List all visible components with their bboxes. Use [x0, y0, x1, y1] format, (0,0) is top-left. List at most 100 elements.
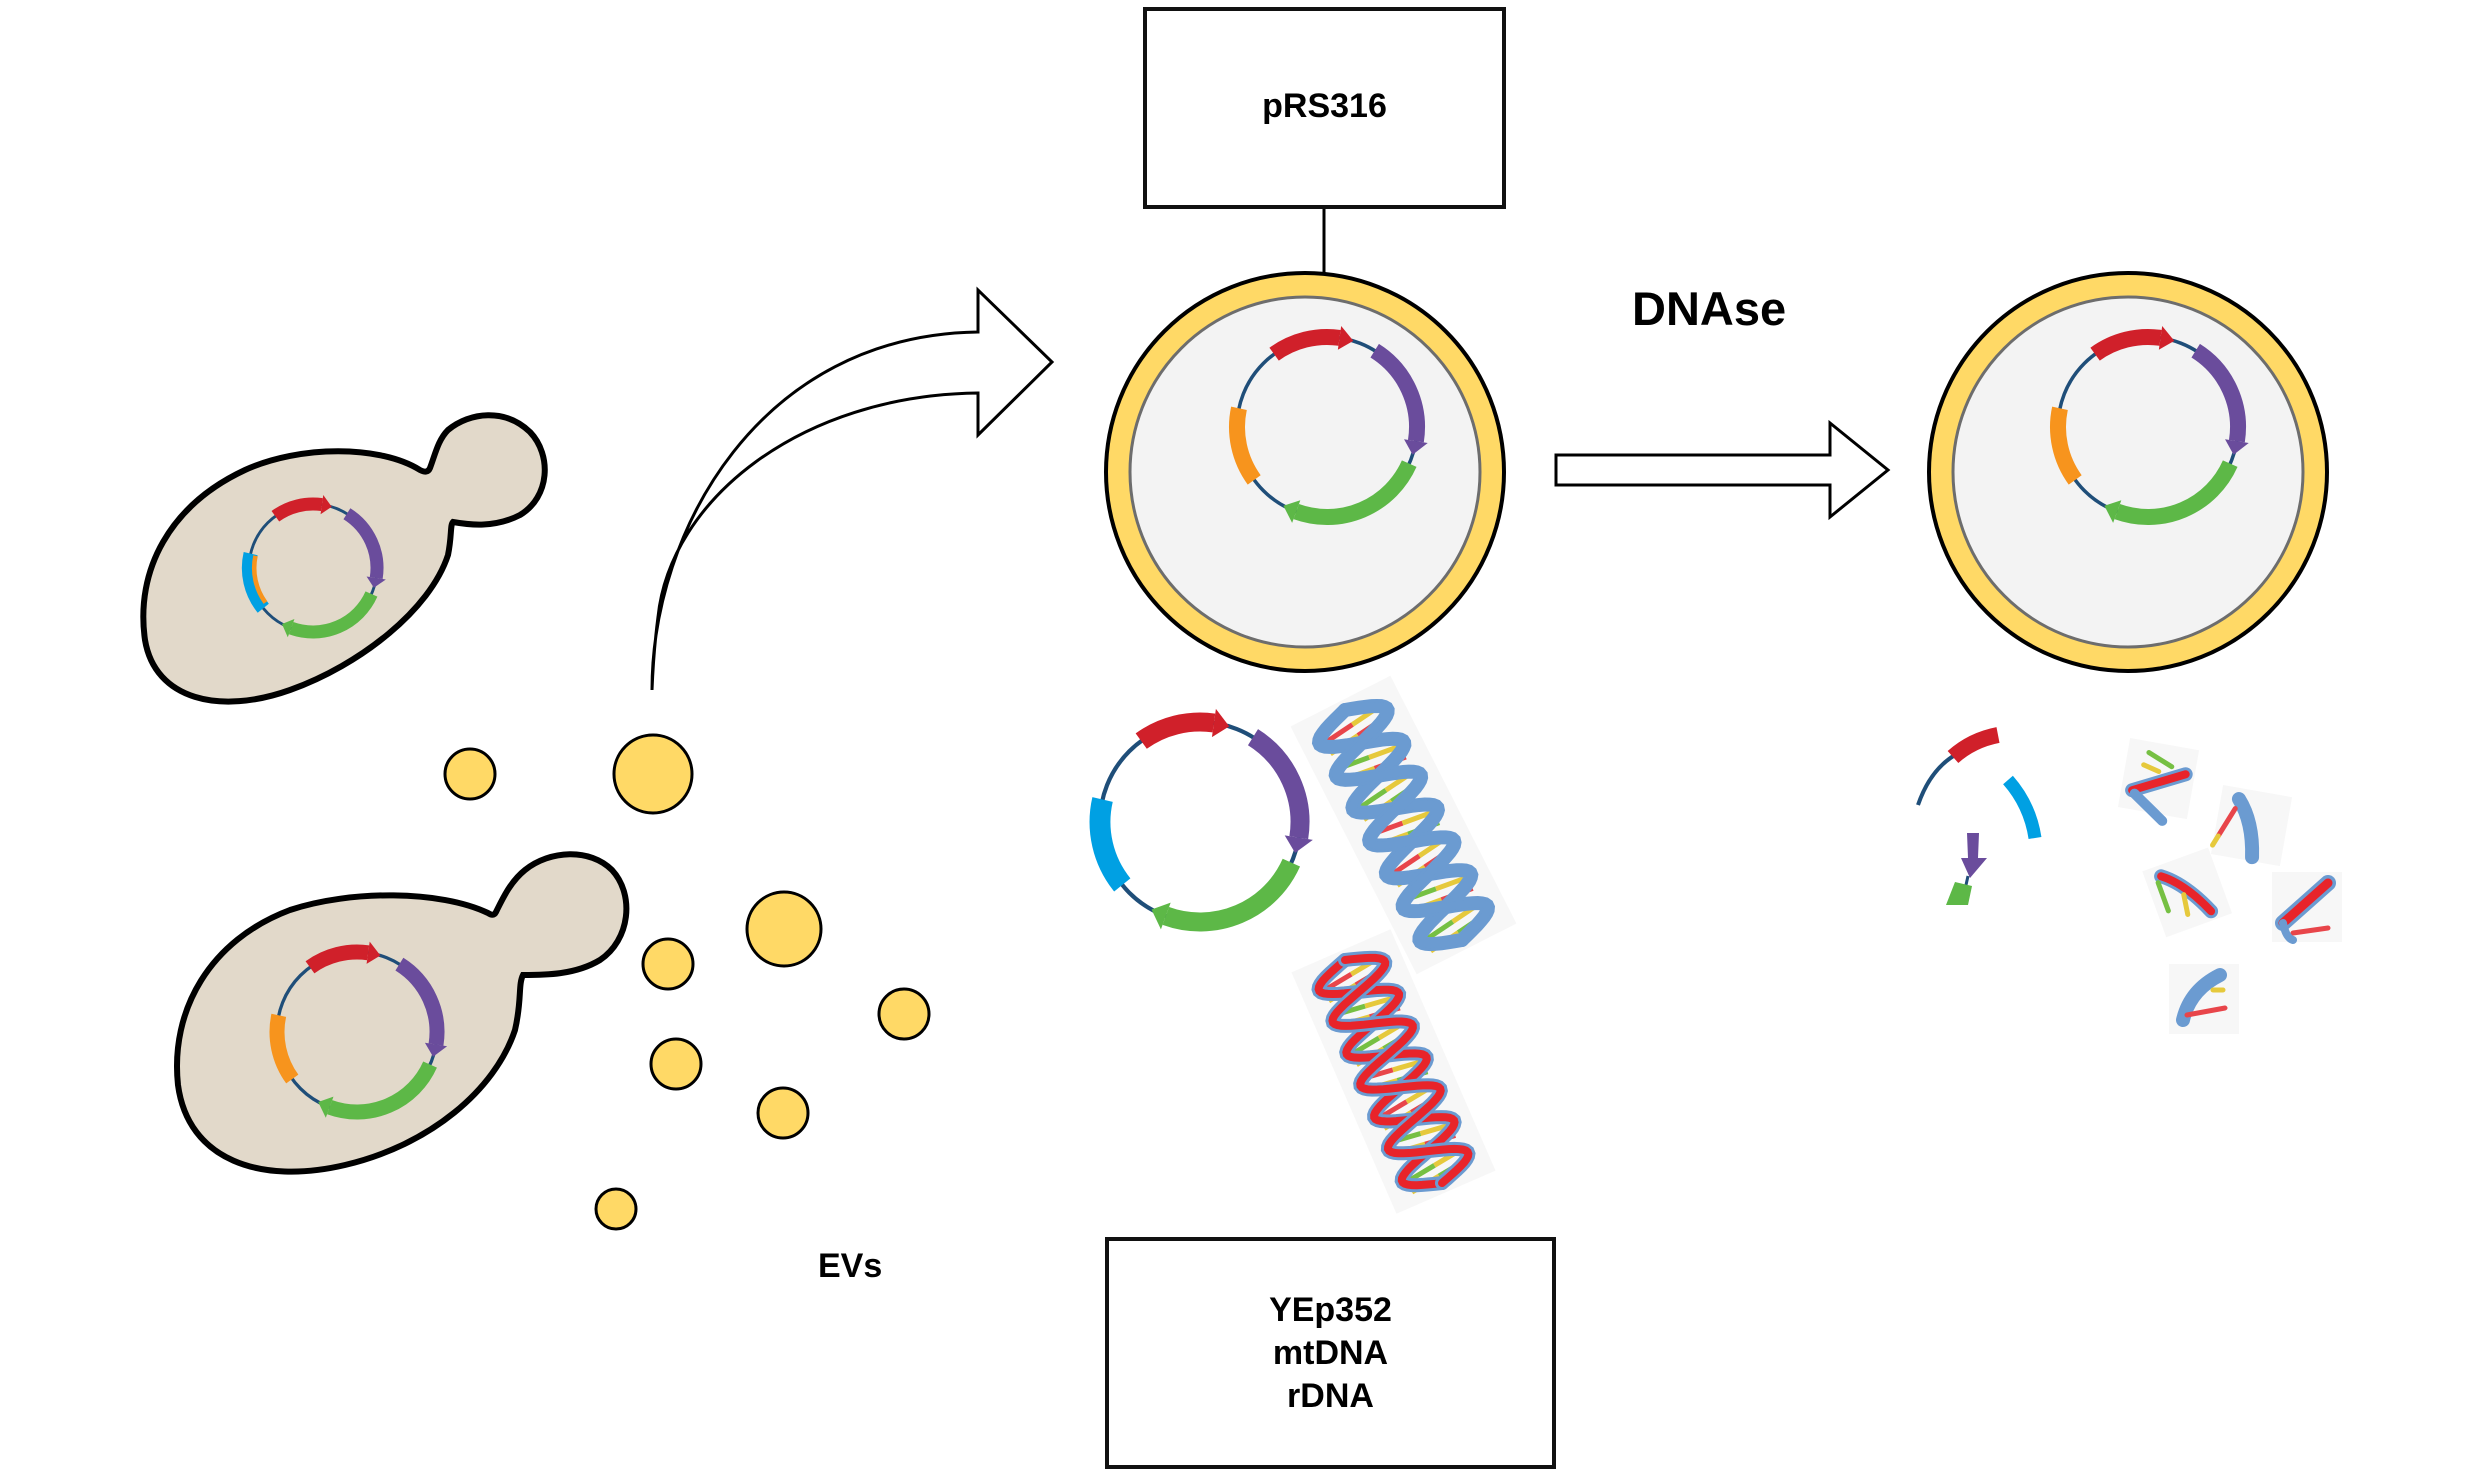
prs316-label-box: pRS316	[1143, 7, 1506, 209]
fragment-strand	[2290, 925, 2331, 936]
gene-green-arrowhead	[1283, 500, 1301, 523]
fragment-strand	[2157, 872, 2216, 916]
fragment-strand	[2210, 833, 2221, 848]
dna-fragment	[2117, 738, 2200, 826]
dna-strand	[1331, 701, 1492, 944]
gene-orange-arc	[1229, 406, 1261, 485]
vesicle	[877, 987, 931, 1041]
gene-purple-arc	[343, 508, 384, 580]
gene-red-arrowhead	[1337, 325, 1354, 350]
helix-body	[1290, 675, 1517, 975]
gene-green-arrowhead	[281, 618, 295, 638]
gene-green-fragment	[1946, 882, 1972, 905]
gene-blue-fragment	[2003, 775, 2042, 840]
vesicle	[641, 937, 695, 991]
vesicle	[745, 890, 823, 968]
plasmid-icon	[241, 494, 386, 639]
dna-species-line: YEp352	[1269, 1290, 1392, 1329]
gene-red-arrowhead	[366, 941, 381, 964]
gene-blue-arc	[1089, 797, 1131, 892]
gene-red-arrowhead	[1211, 708, 1230, 738]
fragment-strand	[2231, 792, 2260, 865]
plasmid-backbone-fragment	[1964, 875, 1970, 886]
gene-purple-arrowhead	[1284, 835, 1313, 853]
gene-purple-arrowhead	[1404, 439, 1428, 455]
gene-red-arrowhead	[320, 494, 332, 515]
free-vesicles	[443, 733, 931, 1231]
fragment-strand	[2146, 750, 2175, 770]
fragment-strand	[2128, 770, 2190, 795]
gene-red-arc	[1135, 712, 1216, 749]
yeast-cell-body	[174, 851, 630, 1175]
gene-red-arc	[271, 497, 323, 522]
gene-red-arc	[1269, 329, 1341, 361]
vesicle	[594, 1187, 638, 1231]
plasmid-backbone-fragment	[1916, 753, 1957, 806]
gene-green-arc	[327, 1061, 437, 1120]
vesicle	[756, 1086, 810, 1140]
plasmid-icon	[269, 941, 448, 1120]
gene-orange-arc	[251, 555, 268, 604]
gene-green-arrowhead	[318, 1096, 334, 1118]
fragment-strand	[2176, 968, 2227, 1027]
dna-fragment	[2272, 872, 2342, 944]
dnase-label: DNAse	[1632, 282, 1787, 335]
gene-purple-arc	[1370, 343, 1425, 443]
vesicle-lumen	[1951, 295, 2305, 649]
dna-species-line: mtDNA	[1272, 1333, 1389, 1372]
gene-green-arrowhead	[1151, 902, 1171, 930]
vesicle	[612, 733, 694, 815]
curved-arrow	[650, 286, 1055, 691]
fragment-strand	[2141, 762, 2162, 775]
gene-red-arc	[305, 944, 370, 974]
base-pair	[1368, 743, 1402, 760]
fragment-strand	[2129, 788, 2168, 826]
gene-green-arc	[2114, 460, 2238, 525]
dna-fragment	[2142, 847, 2233, 938]
gene-purple-arrowhead	[366, 576, 386, 588]
dna-helix-mtdna	[1290, 675, 1517, 975]
fragment-strand	[2278, 878, 2333, 928]
dna-strand	[1314, 956, 1459, 1190]
gene-blue-arc	[241, 551, 270, 613]
fragment-strand	[2184, 1005, 2228, 1018]
vesicle-lumen	[1128, 295, 1482, 649]
yeast-cell-bottom	[174, 851, 630, 1175]
gene-purple-fragment	[1961, 833, 1987, 878]
gene-purple-arc	[2191, 343, 2246, 443]
gene-orange-arc	[269, 1013, 299, 1084]
gene-purple-arrowhead	[424, 1042, 448, 1057]
gene-purple-arrowhead	[2225, 439, 2249, 455]
plasmid-icon	[1229, 325, 1428, 525]
evs-label: EVs	[818, 1247, 883, 1285]
gene-red-arrowhead	[2158, 325, 2175, 350]
prs316-label: pRS316	[1262, 86, 1387, 125]
gene-purple-arc	[395, 957, 445, 1046]
plasmids	[241, 325, 2249, 1120]
dna-fragment	[2210, 785, 2293, 867]
gene-red-arc	[2090, 329, 2162, 361]
plasmid-icon	[1089, 708, 1313, 932]
gene-red-fragment	[1947, 727, 2000, 764]
gene-purple-arc	[1247, 729, 1310, 840]
dna-strand	[1315, 706, 1476, 949]
vesicle	[649, 1037, 703, 1091]
gene-green-arc	[1162, 858, 1301, 932]
yeast-cell-body	[140, 412, 548, 705]
dna-strand	[1328, 953, 1473, 1188]
vesicle	[443, 747, 497, 801]
gene-green-arrowhead	[2104, 500, 2122, 523]
degraded-dna-fragments	[1916, 727, 2342, 1034]
fragment-strand	[2279, 919, 2297, 944]
helix-body	[1291, 929, 1496, 1214]
yeast-cell-top	[140, 412, 548, 705]
fragment-strand	[2181, 892, 2191, 917]
plasmid-icon	[2050, 325, 2249, 525]
gene-green-arc	[288, 591, 378, 639]
gene-orange-arc	[2050, 406, 2082, 485]
dna-species-line: rDNA	[1287, 1376, 1374, 1415]
gene-green-arc	[1293, 460, 1417, 525]
dnase-arrow	[1554, 419, 1891, 521]
dna-helix-rdna	[1291, 929, 1496, 1214]
